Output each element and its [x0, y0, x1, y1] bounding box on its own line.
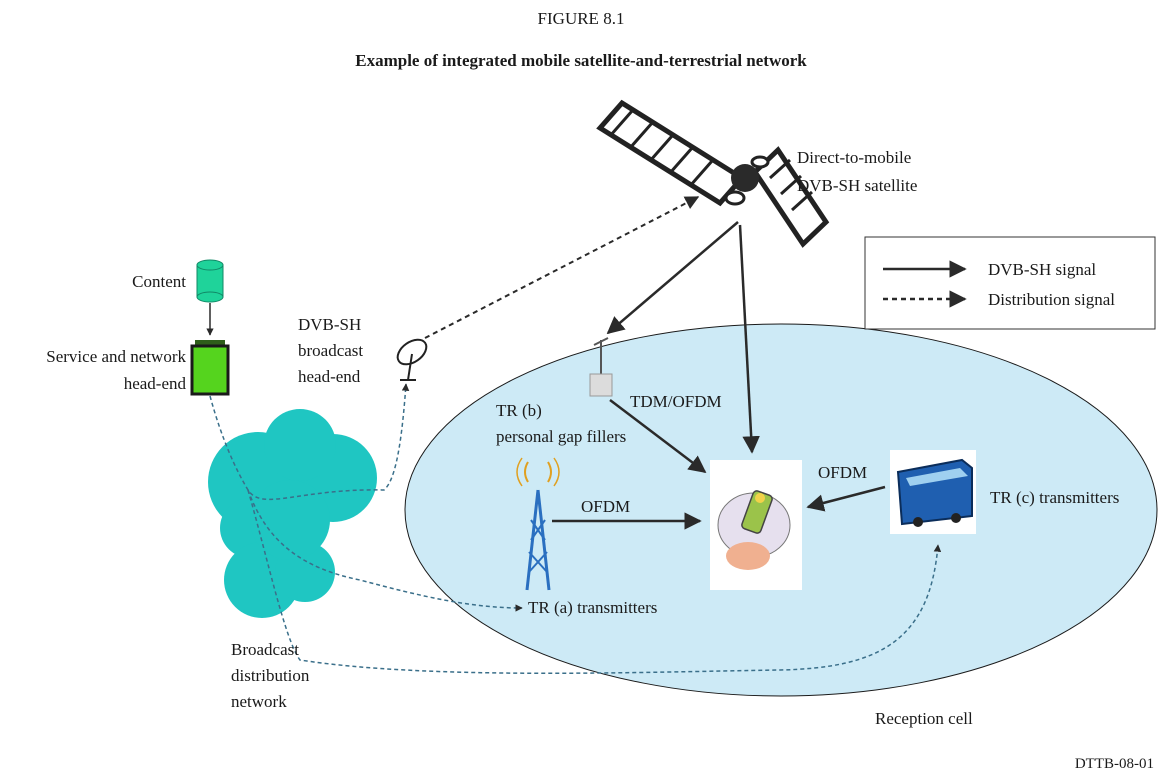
satellite-label-1: Direct-to-mobile [797, 148, 911, 167]
transmitter-bus-icon [890, 450, 976, 534]
satellite-dish-icon [396, 338, 428, 381]
broadcast-label-1: DVB-SH [298, 315, 361, 334]
content-database-icon [196, 259, 224, 303]
headend-server-icon [190, 340, 230, 396]
figure-title: Example of integrated mobile satellite-a… [355, 51, 807, 70]
figure-ref: DTTB-08-01 [1075, 756, 1154, 772]
broadcast-network-cloud [208, 409, 377, 618]
broadcast-label-3: head-end [298, 367, 361, 386]
gap-filler-icon [589, 337, 613, 397]
network-label-1: Broadcast [231, 640, 299, 659]
figure-number: FIGURE 8.1 [538, 9, 625, 28]
network-label-2: distribution [231, 666, 310, 685]
gapfiller-to-mobile-arrow [609, 399, 707, 474]
gap-label-2: personal gap fillers [496, 427, 626, 446]
legend-solid-label: DVB-SH signal [988, 260, 1096, 279]
mobile-device-icon [710, 460, 802, 590]
bus-to-mobile-arrow [806, 485, 886, 512]
legend-dashed-label: Distribution signal [988, 290, 1115, 309]
content-label: Content [132, 272, 186, 291]
network-label-3: network [231, 692, 287, 711]
satellite-label-2: DVB-SH satellite [797, 176, 917, 195]
sat-to-gapfiller-arrow [606, 221, 739, 335]
tr-c-label: TR (c) transmitters [990, 488, 1119, 507]
satellite-icon [596, 99, 830, 248]
tdm-ofdm-label: TDM/OFDM [630, 392, 722, 411]
gap-label-1: TR (b) [496, 401, 542, 420]
ofdm-tower-label: OFDM [581, 497, 630, 516]
reception-cell-label: Reception cell [875, 709, 973, 728]
distribution-lines [209, 383, 942, 675]
broadcast-label-2: broadcast [298, 341, 363, 360]
headend-label-1: Service and network [46, 347, 186, 366]
sat-to-mobile-arrow [738, 224, 760, 454]
transmitter-tower-icon [516, 457, 560, 591]
headend-label-2: head-end [124, 374, 187, 393]
ofdm-bus-label: OFDM [818, 463, 867, 482]
uplink-arrow [424, 196, 700, 339]
tr-a-label: TR (a) transmitters [528, 598, 657, 617]
legend: DVB-SH signal Distribution signal [864, 236, 1156, 330]
